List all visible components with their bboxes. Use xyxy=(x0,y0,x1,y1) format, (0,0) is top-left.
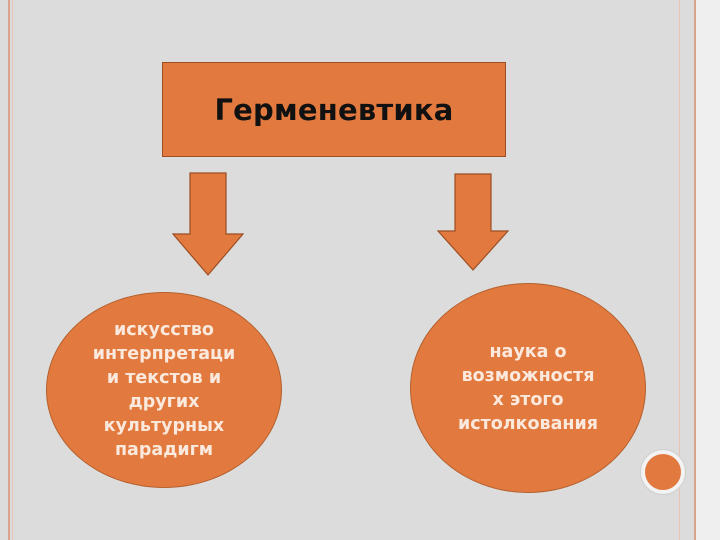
slide-right-band xyxy=(696,0,720,540)
left-node-text: искусство интерпретаци и текстов и други… xyxy=(79,318,249,462)
left-node-line: культурных xyxy=(103,416,225,436)
right-node-text: наука о возможностя х этого истолкования xyxy=(448,340,608,436)
right-node-line: х этого xyxy=(492,390,564,410)
circle-decoration-icon xyxy=(641,450,685,494)
title-box: Герменевтика xyxy=(162,62,506,157)
left-node-line: других xyxy=(128,392,200,412)
left-ellipse-node: искусство интерпретаци и текстов и други… xyxy=(46,292,282,488)
right-node-line: наука о xyxy=(489,342,567,362)
right-ellipse-node: наука о возможностя х этого истолкования xyxy=(410,283,646,493)
right-node-line: истолкования xyxy=(458,414,598,434)
right-node-line: возможностя xyxy=(461,366,595,386)
left-node-line: парадигм xyxy=(114,440,214,460)
left-node-line: интерпретаци xyxy=(92,344,236,364)
arrow-down-icon xyxy=(172,172,244,276)
left-node-line: искусство xyxy=(114,320,214,340)
arrow-down-icon xyxy=(437,173,509,271)
diagram-title: Герменевтика xyxy=(214,92,454,127)
slide-frame-inner xyxy=(12,0,680,540)
slide-frame xyxy=(8,0,696,540)
left-node-line: и текстов и xyxy=(106,368,222,388)
